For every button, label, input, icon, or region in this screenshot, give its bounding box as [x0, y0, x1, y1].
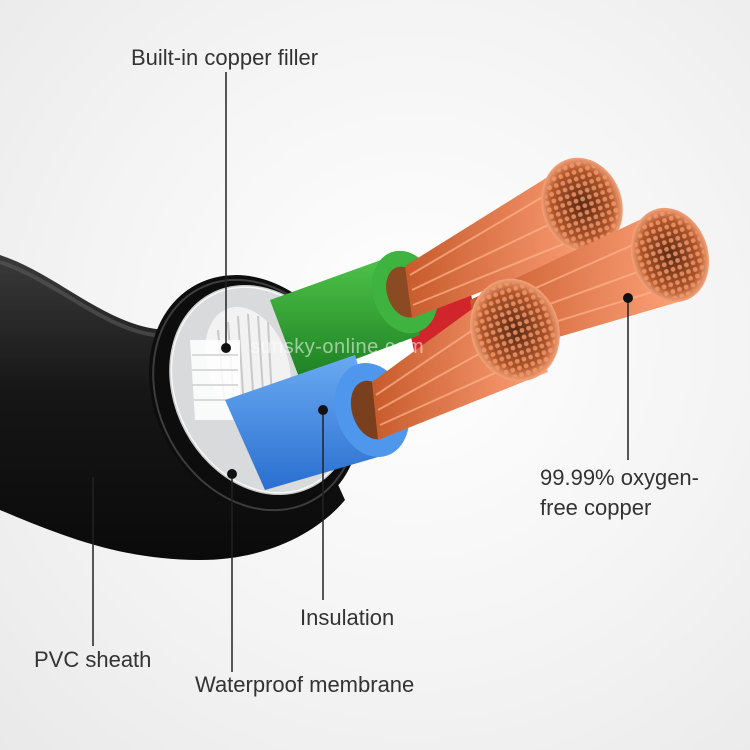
- label-copper-filler: Built-in copper filler: [131, 45, 319, 70]
- label-waterproof-membrane: Waterproof membrane: [195, 672, 415, 697]
- label-pvc-sheath: PVC sheath: [34, 647, 152, 672]
- leader-filler: [221, 72, 231, 353]
- label-insulation: Insulation: [300, 605, 395, 630]
- label-oxygen-free-copper: 99.99% oxygen- free copper: [540, 464, 699, 522]
- leader-copper: [623, 293, 633, 460]
- green-core-copper: [405, 157, 623, 318]
- leader-pvc: [88, 467, 98, 646]
- blue-core-copper: [372, 278, 560, 440]
- watermark-text: sunsky-online.com: [250, 336, 425, 358]
- leader-insulation: [318, 405, 328, 600]
- label-copper-line1: 99.99% oxygen-: [540, 465, 699, 490]
- leader-membrane: [227, 469, 237, 672]
- label-copper-line2: free copper: [540, 495, 652, 520]
